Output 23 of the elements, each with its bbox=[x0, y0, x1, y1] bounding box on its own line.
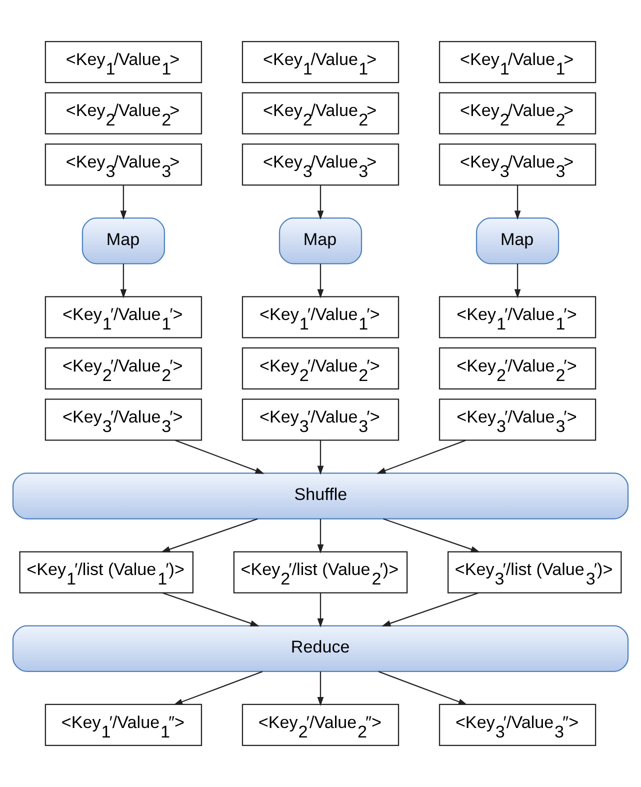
node-box: Shuffle bbox=[12, 472, 629, 520]
arrow bbox=[317, 672, 324, 706]
arrow bbox=[317, 440, 324, 475]
arrow bbox=[175, 440, 264, 474]
arrow bbox=[317, 264, 324, 298]
arrow bbox=[160, 518, 258, 552]
arrow bbox=[120, 185, 127, 220]
node-box: Reduce bbox=[12, 625, 629, 672]
arrow bbox=[514, 264, 521, 298]
arrow bbox=[383, 518, 480, 552]
arrow bbox=[120, 264, 127, 298]
arrow bbox=[317, 518, 324, 554]
arrow bbox=[317, 185, 324, 220]
node-box: Map bbox=[278, 218, 362, 264]
arrow bbox=[162, 592, 260, 626]
arrow bbox=[378, 671, 468, 706]
node-box: Map bbox=[82, 218, 166, 264]
node-box: Map bbox=[476, 218, 560, 264]
arrow bbox=[173, 671, 263, 706]
arrow bbox=[376, 440, 466, 474]
arrow bbox=[382, 592, 479, 626]
arrow bbox=[317, 592, 324, 628]
arrow bbox=[514, 185, 521, 220]
